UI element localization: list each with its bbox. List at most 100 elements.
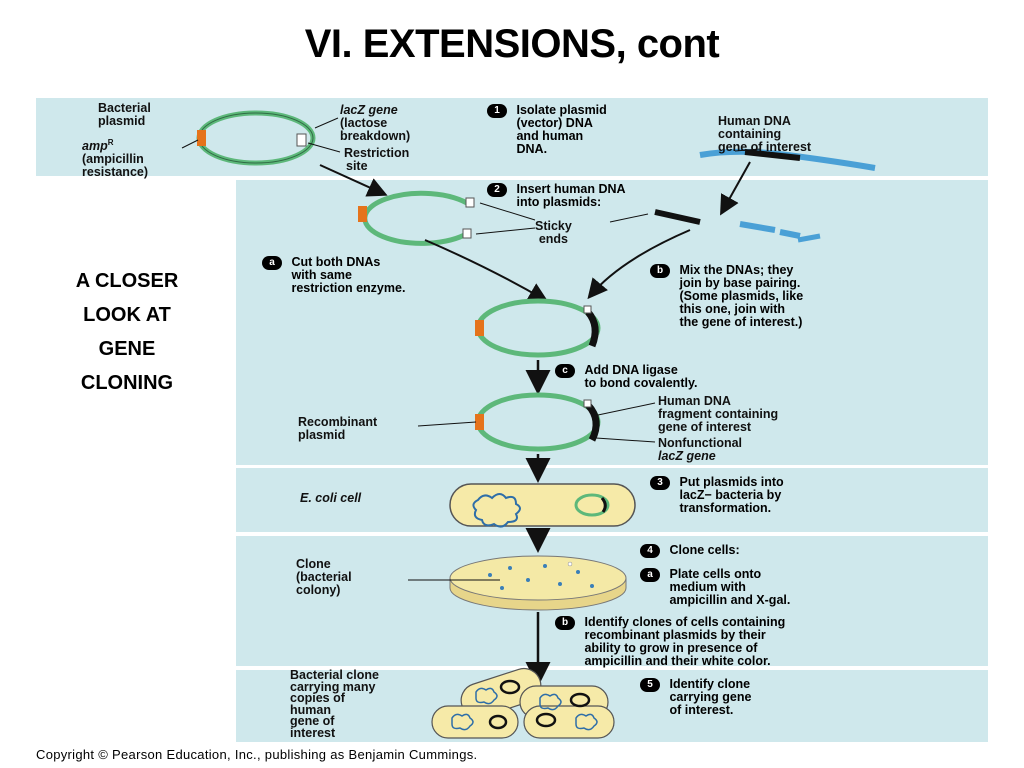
recombinant-plasmid [475, 392, 601, 452]
step-badge: c [555, 364, 575, 378]
label-line: (lactose [340, 116, 388, 130]
step-badge: b [555, 616, 575, 630]
step-text: Plate cells onto medium with ampicillin … [669, 568, 790, 607]
step-line: join by base pairing. [679, 276, 801, 290]
step-line: ability to grow in presence of [584, 641, 758, 655]
step-2b: b Mix the DNAs; they join by base pairin… [650, 264, 803, 329]
label-line: lacZ gene [340, 103, 398, 117]
label-line: Clone [296, 557, 331, 571]
human-dna-strand [699, 148, 876, 171]
step-line: of interest. [669, 703, 734, 717]
joined-plasmid [475, 298, 601, 358]
step-text: Identify clones of cells containing reco… [584, 616, 785, 668]
label-restriction-site: Restriction site [344, 147, 409, 173]
label-line: Recombinant [298, 415, 378, 429]
label-line: resistance) [82, 165, 149, 180]
side-heading: A CLOSER LOOK AT GENE CLONING [42, 264, 212, 400]
step-line: Plate cells onto [669, 567, 762, 581]
label-line: (bacterial [296, 570, 352, 584]
label-line: ampR [82, 136, 148, 153]
step-4: 4 Clone cells: [640, 544, 740, 558]
step-text: Insert human DNA into plasmids: [516, 183, 625, 209]
step-line: Insert human DNA [516, 182, 626, 196]
label-line: human [290, 702, 331, 717]
bacterial-clones [431, 667, 615, 739]
step-4a: a Plate cells onto medium with ampicilli… [640, 568, 790, 607]
step-line: transformation. [679, 501, 772, 515]
label-line: Sticky [535, 219, 572, 233]
label-line: (ampicillin [82, 152, 144, 167]
step-line: into plasmids: [516, 195, 602, 209]
step-line: Put plasmids into [679, 475, 784, 489]
label-line: gene of interest [718, 140, 812, 154]
label-amp: amp [82, 139, 108, 154]
label-line: copies of [290, 691, 345, 705]
label-line: Bacterial [98, 101, 151, 115]
step-5: 5 Identify clone carrying gene of intere… [640, 678, 751, 717]
step-2a: a Cut both DNAs with same restriction en… [262, 256, 405, 295]
step-text: Clone cells: [669, 544, 739, 557]
step-4b: b Identify clones of cells containing re… [555, 616, 785, 668]
label-clone: Clone (bacterial colony) [296, 558, 352, 597]
step-line: Add DNA ligase [584, 363, 678, 377]
step-line: Identify clones of cells containing [584, 615, 786, 629]
label-sticky-ends: Sticky ends [535, 220, 572, 246]
label-line: plasmid [98, 114, 146, 128]
step-line: the gene of interest.) [679, 315, 803, 329]
label-line: lacZ gene [658, 449, 716, 463]
side-heading-line: CLONING [80, 372, 174, 394]
copyright-footer: Copyright © Pearson Education, Inc., pub… [36, 747, 478, 762]
panel-step-4 [236, 536, 988, 666]
restriction-site-marker [296, 133, 307, 147]
step-text: Identify clone carrying gene of interest… [669, 678, 751, 717]
label-nonfunctional-lacz: Nonfunctional lacZ gene [658, 437, 742, 463]
step-2c: c Add DNA ligase to bond covalently. [555, 364, 697, 390]
label-line: plasmid [298, 428, 346, 442]
step-1: 1 Isolate plasmid (vector) DNA and human… [487, 104, 607, 156]
step-badge: 4 [640, 544, 660, 558]
ecoli-cell [449, 483, 636, 528]
side-heading-line: A CLOSER [75, 270, 179, 292]
label-line: fragment containing [658, 407, 779, 421]
label-line: site [346, 159, 368, 173]
step-text: Cut both DNAs with same restriction enzy… [291, 256, 405, 295]
label-line: interest [290, 725, 336, 740]
step-line: carrying gene [669, 690, 752, 704]
step-badge: a [262, 256, 282, 270]
step-badge: 5 [640, 678, 660, 692]
label-human-fragment: Human DNA fragment containing gene of in… [658, 395, 778, 434]
label-line: gene of interest [658, 420, 752, 434]
label-line: colony) [296, 583, 341, 597]
label-line: gene of [290, 714, 335, 728]
step-line: Mix the DNAs; they [679, 263, 794, 277]
step-line: lacZ− bacteria by [679, 488, 782, 502]
label-line: Restriction [344, 146, 410, 160]
step-badge: a [640, 568, 660, 582]
step-badge: b [650, 264, 670, 278]
label-line: Nonfunctional [658, 436, 743, 450]
step-line: (Some plasmids, like [679, 289, 804, 303]
label-ampr: ampR (ampicillin resistance) [82, 136, 148, 179]
step-badge: 2 [487, 183, 507, 197]
bacterial-plasmid [196, 110, 316, 166]
step-line: Cut both DNAs [291, 255, 381, 269]
step-line: to bond covalently. [584, 376, 698, 390]
step-3: 3 Put plasmids into lacZ− bacteria by tr… [650, 476, 784, 515]
step-text: Mix the DNAs; they join by base pairing.… [679, 264, 803, 329]
label-line: Human DNA [658, 394, 731, 408]
label-bacterial-plasmid: Bacterial plasmid [98, 102, 151, 128]
cut-plasmid [358, 190, 475, 246]
step-line: restriction enzyme. [291, 281, 406, 295]
step-line: recombinant plasmids by their [584, 628, 766, 642]
step-line: Isolate plasmid [516, 103, 607, 117]
label-amp-sup: R [107, 138, 114, 147]
label-line: carrying many [290, 679, 376, 694]
step-badge: 3 [650, 476, 670, 490]
step-line: medium with [669, 580, 746, 594]
label-line: breakdown) [340, 129, 411, 143]
side-heading-line: GENE [98, 338, 156, 360]
step-line: ampicillin and X-gal. [669, 593, 791, 607]
label-line: Bacterial clone [290, 668, 379, 682]
amp-gene-marker [197, 130, 206, 146]
